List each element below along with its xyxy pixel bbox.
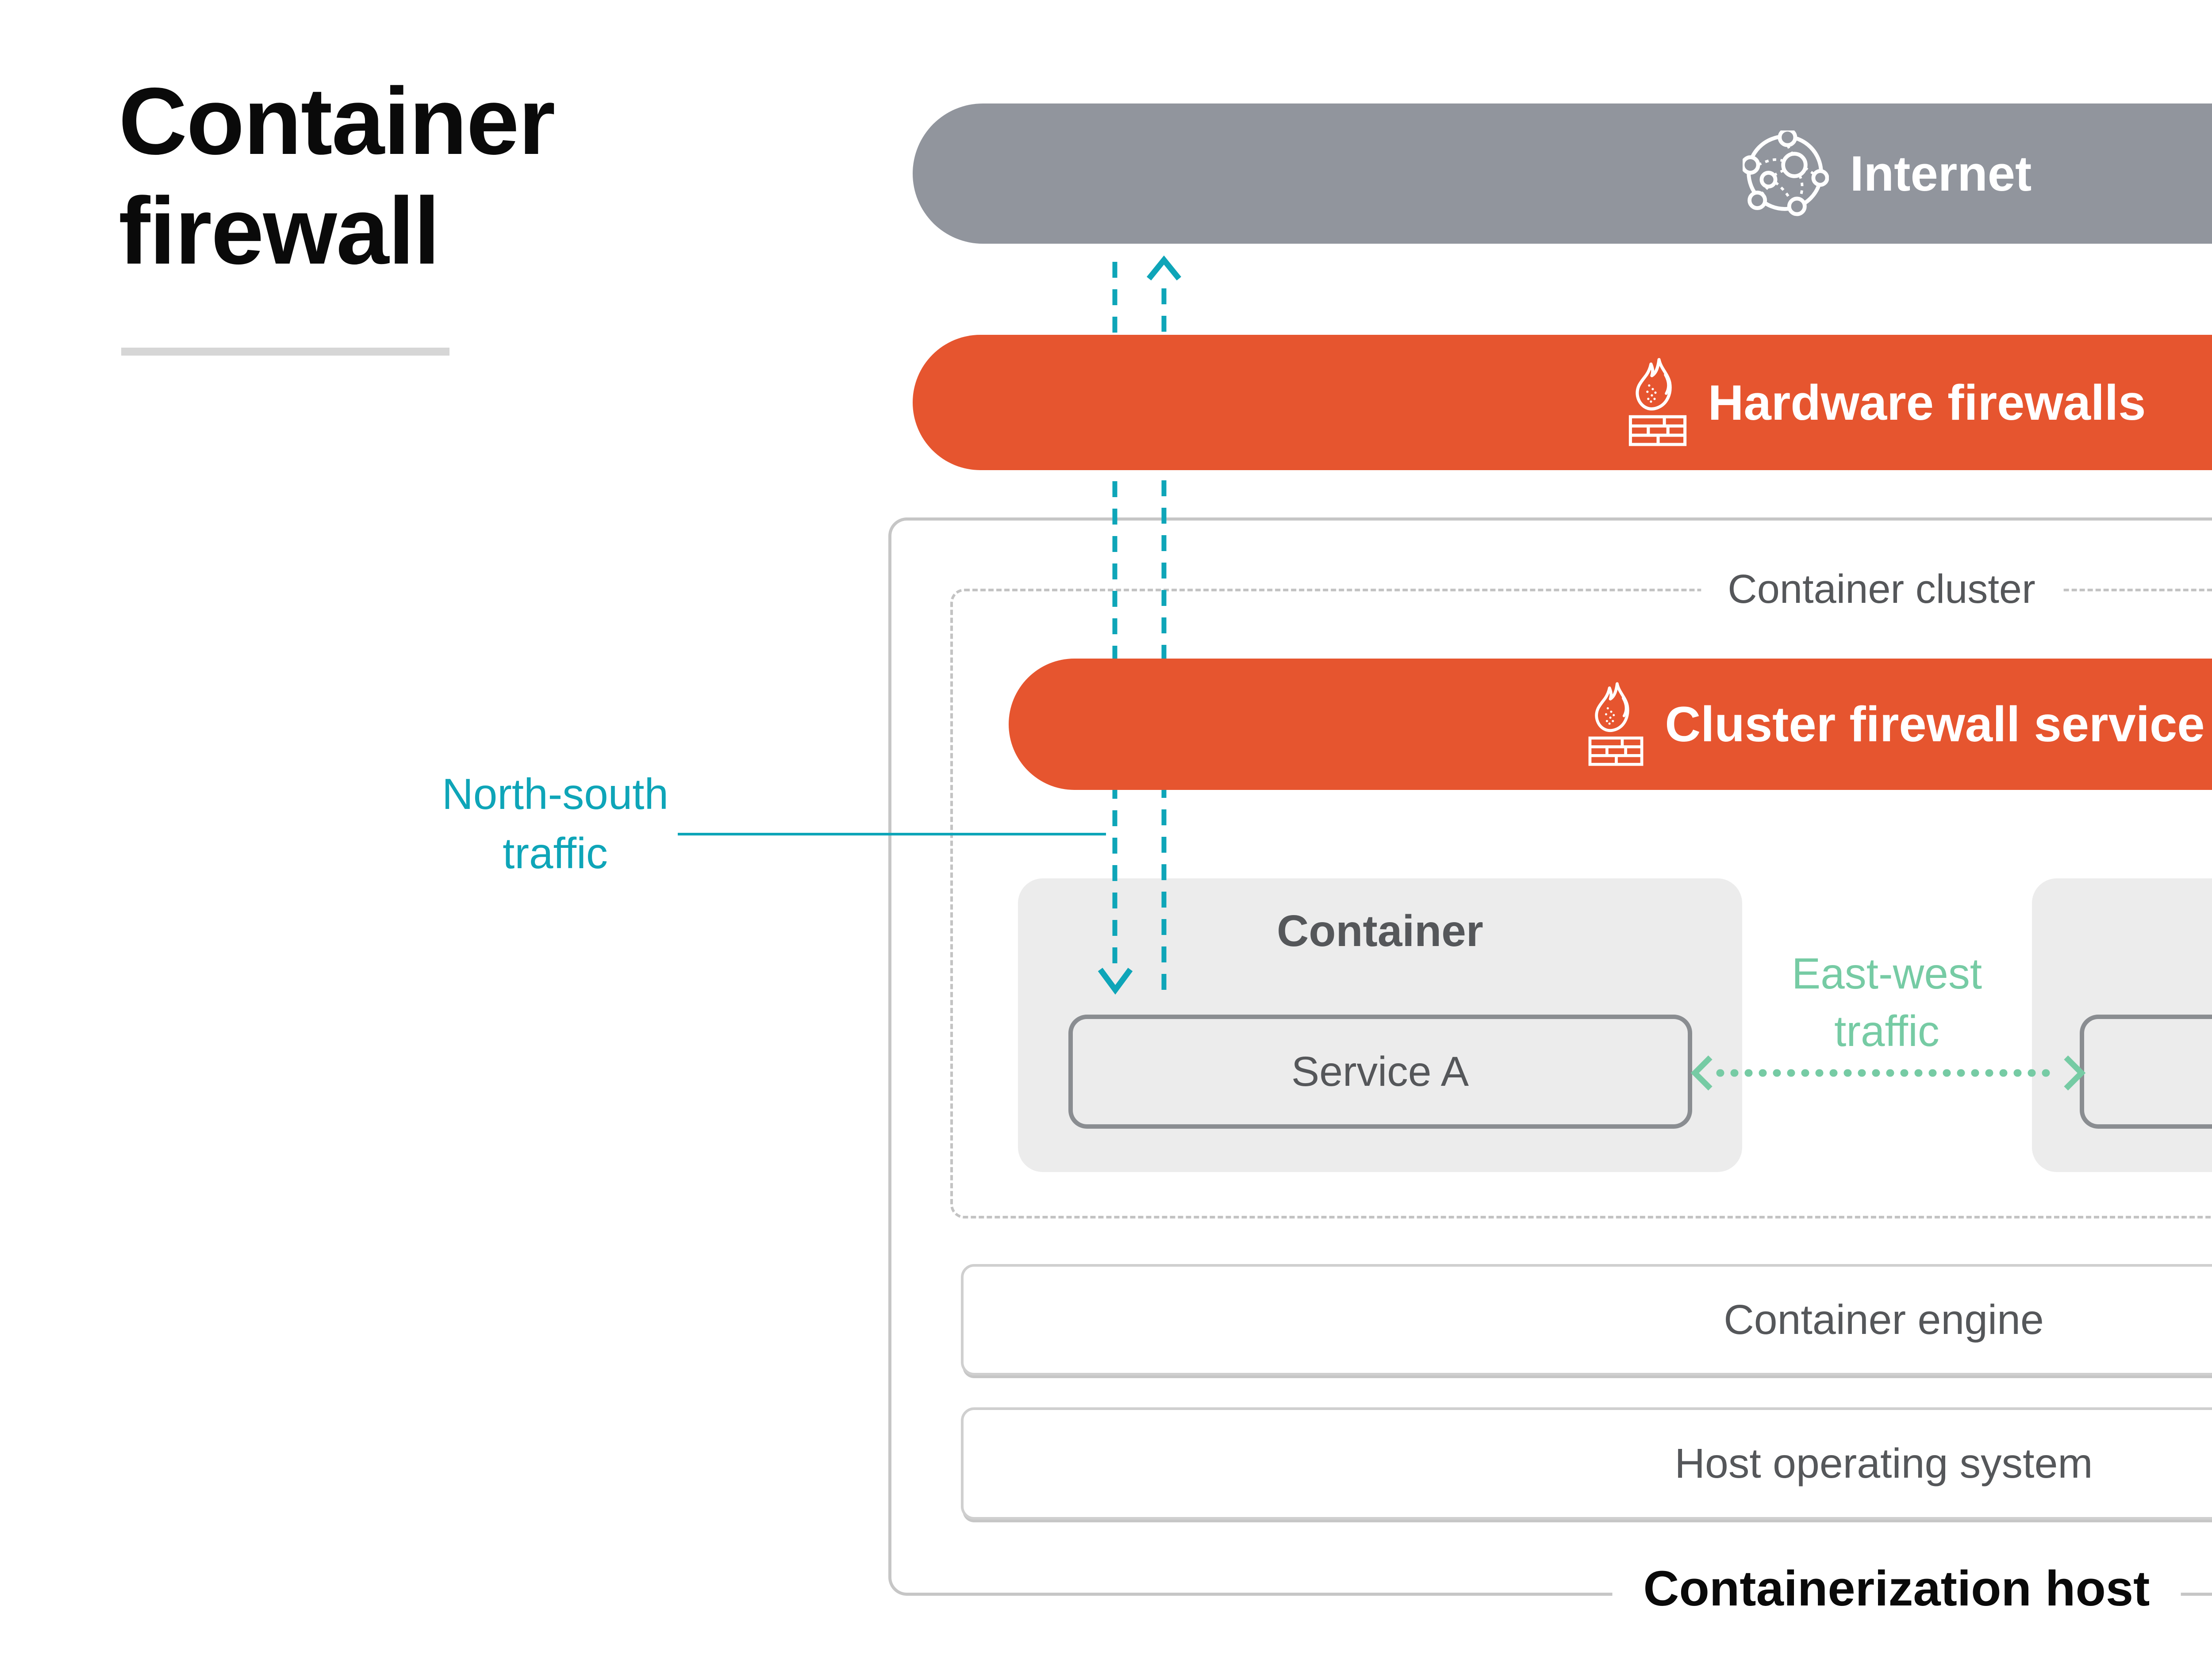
- firewall-icon: [1588, 682, 1644, 766]
- containerization-host-label: Containerization host: [1612, 1556, 2181, 1621]
- container-cluster-label: Container cluster: [1701, 558, 2062, 620]
- east-west-traffic-line1: East-west: [1791, 949, 1982, 998]
- container-b-label: Container: [2032, 906, 2212, 957]
- internet-label: Internet: [1850, 146, 2032, 201]
- east-west-traffic-line2: traffic: [1834, 1007, 1939, 1055]
- page-title-line2: firewall: [119, 177, 440, 284]
- container-engine-label: Container engine: [1724, 1296, 2044, 1343]
- container-b-box: Container Service B: [2032, 878, 2212, 1172]
- page-title-line1: Container: [119, 68, 555, 174]
- north-south-traffic-line2: traffic: [503, 829, 608, 877]
- title-divider: [121, 348, 449, 356]
- host-operating-system-box: Host operating system: [961, 1407, 2212, 1520]
- east-west-traffic-label: East-west traffic: [1792, 945, 1982, 1060]
- north-south-traffic-label: North-south traffic: [442, 764, 668, 883]
- service-a-box: Service A: [1068, 1015, 1692, 1129]
- cluster-firewall-service-label: Cluster firewall service: [1665, 697, 2205, 752]
- container-cluster-box: [950, 589, 2212, 1218]
- container-a-label: Container: [1277, 906, 1483, 956]
- globe-network-icon: [1742, 130, 1829, 216]
- service-a-label: Service A: [1291, 1048, 1469, 1095]
- cluster-firewall-service-node: Cluster firewall service: [1009, 659, 2212, 790]
- container-engine-box: Container engine: [961, 1264, 2212, 1375]
- arrow-up-icon: [1146, 255, 1182, 281]
- hardware-firewalls-label: Hardware firewalls: [1708, 375, 2146, 430]
- container-a-box: Container Service A: [1018, 878, 1742, 1172]
- service-b-box: Service B: [2079, 1015, 2212, 1129]
- north-south-traffic-line1: North-south: [442, 770, 669, 818]
- containerization-host-box: [888, 517, 2212, 1596]
- internet-node: Internet: [913, 103, 2212, 244]
- page-title: Container firewall: [119, 66, 555, 286]
- firewall-icon: [1628, 358, 1686, 446]
- host-operating-system-label: Host operating system: [1674, 1440, 2093, 1487]
- hardware-firewalls-node: Hardware firewalls: [913, 335, 2212, 470]
